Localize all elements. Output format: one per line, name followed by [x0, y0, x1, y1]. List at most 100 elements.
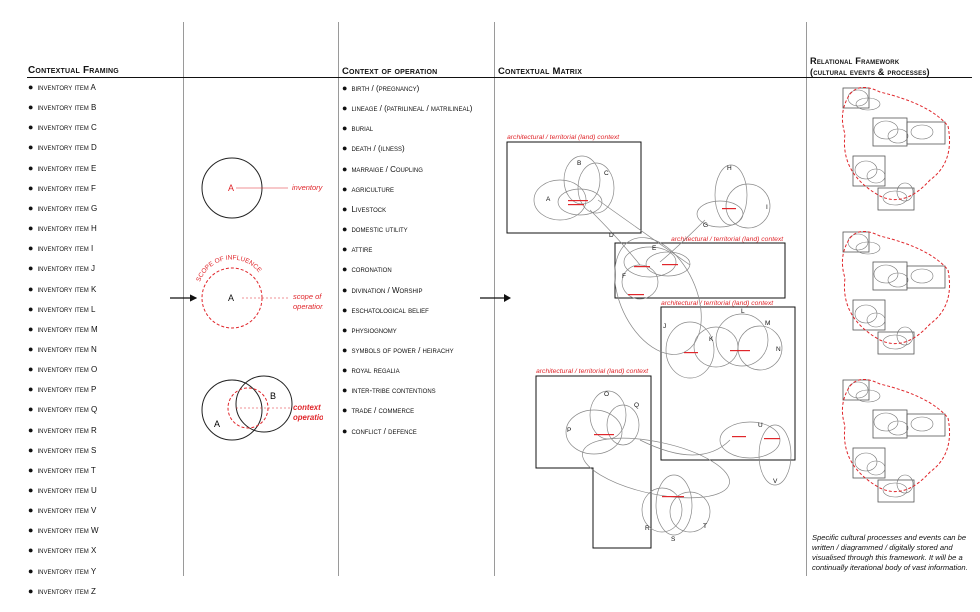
matrix-ellipse-q [606, 404, 640, 446]
inventory-list-item: ●inventory item Y [28, 566, 96, 576]
framework-ellipse [855, 389, 881, 403]
framework-note: Specific cultural processes and events c… [812, 533, 968, 572]
bullet-icon: ● [28, 182, 34, 193]
matrix-ellipse-hub-1 [557, 188, 603, 216]
inventory-item-label: inventory item O [37, 365, 98, 375]
context-label-3: architectural / territorial (land) conte… [661, 300, 774, 307]
scope-of-operation-line2: operation [293, 302, 323, 311]
inventory-item-label: inventory item N [37, 344, 97, 354]
bullet-icon: ● [342, 103, 348, 114]
inventory-item-label: inventory item K [37, 284, 97, 294]
framework-ellipse [873, 120, 899, 140]
bullet-icon: ● [342, 163, 348, 174]
operation-list-item: ●Livestock [342, 204, 386, 214]
framework-ellipse [866, 312, 886, 328]
inventory-item-label: inventory item B [37, 103, 97, 113]
bullet-icon: ● [28, 404, 34, 415]
framework-scope-outline [841, 87, 950, 200]
matrix-tag-4 [634, 266, 650, 268]
bullet-icon: ● [342, 123, 348, 134]
operation-list-item: ●coronation [342, 264, 392, 274]
inventory-item-label: inventory item E [37, 163, 97, 173]
venn-letter-a: A [214, 419, 220, 429]
venn-letter-b: B [270, 391, 276, 401]
bullet-icon: ● [28, 384, 34, 395]
matrix-letter-j: J [663, 323, 666, 330]
operation-item-label: coronation [351, 265, 392, 275]
framework-ellipse [855, 241, 881, 255]
framework-ellipse [896, 326, 914, 346]
framework-scope-outline [841, 231, 950, 344]
inventory-circle-letter: A [228, 183, 234, 193]
header-rule [27, 77, 972, 78]
operation-list-item: ●domestic utility [342, 224, 408, 234]
column-divider-1 [183, 22, 184, 576]
matrix-letter-m: M [765, 320, 770, 327]
inventory-item-label: inventory item D [37, 143, 97, 153]
bullet-icon: ● [28, 202, 34, 213]
inventory-item-label: inventory item V [37, 506, 97, 516]
inventory-list-item: ●inventory item R [28, 425, 97, 435]
bullet-icon: ● [28, 142, 34, 153]
matrix-letter-t: T [703, 523, 707, 530]
matrix-letter-o: O [604, 391, 609, 398]
matrix-tag-11 [764, 438, 780, 440]
framework-box [877, 187, 915, 211]
heading-relational-line1: Relational Framework [810, 56, 900, 66]
framework-ellipse [855, 97, 881, 111]
operation-list-item: ●death / (ilness) [342, 143, 405, 153]
operation-list-item: ●attire [342, 244, 372, 254]
matrix-letter-i: I [766, 204, 768, 211]
inventory-item-label: inventory item C [37, 123, 97, 133]
framework-ellipse [882, 482, 908, 498]
matrix-ellipse-hub-3 [582, 437, 730, 499]
framework-ellipse [866, 168, 886, 184]
bullet-icon: ● [28, 243, 34, 254]
matrix-letter-h: H [727, 165, 732, 172]
bullet-icon: ● [28, 122, 34, 133]
operation-item-label: lineage / (patrilineal / matrilineal) [351, 104, 473, 114]
framework-ellipse [896, 474, 914, 494]
operation-list-item: ●physiognomy [342, 325, 397, 335]
inventory-item-label: inventory item Z [37, 586, 96, 596]
bullet-icon: ● [28, 323, 34, 334]
matrix-letter-u: U [758, 422, 763, 429]
bullet-icon: ● [342, 385, 348, 396]
inventory-item-label: inventory item G [37, 203, 98, 213]
framework-ellipse [910, 268, 934, 284]
inventory-list-item: ●inventory item Q [28, 404, 97, 414]
matrix-letter-f: F [622, 273, 626, 280]
matrix-tag-12 [662, 496, 684, 498]
matrix-letter-b: B [577, 160, 581, 167]
bullet-icon: ● [342, 203, 348, 214]
matrix-ellipse-l [715, 313, 769, 367]
matrix-letter-v: V [773, 478, 778, 485]
operation-list-item: ●symbols of power / heirachy [342, 345, 454, 355]
matrix-tag-5 [662, 264, 678, 266]
bullet-icon: ● [342, 365, 348, 376]
context-frame-2 [614, 242, 786, 299]
context-frame-1 [506, 141, 642, 234]
matrix-tag-9 [594, 434, 614, 436]
operation-item-label: death / (ilness) [351, 144, 405, 154]
framework-ellipse [866, 460, 886, 476]
framework-ellipse [882, 190, 908, 206]
inventory-item-label: inventory item R [37, 425, 97, 435]
matrix-ellipse-f [621, 264, 659, 300]
operation-item-label: birth / (pregnancy) [351, 84, 420, 93]
operation-item-label: burial [351, 124, 374, 134]
bullet-icon: ● [342, 83, 348, 93]
inventory-item-label: inventory item I [37, 244, 94, 254]
inventory-item-label: inventory item W [37, 526, 99, 536]
matrix-letter-q: Q [634, 402, 639, 409]
matrix-ellipse-e [623, 246, 677, 278]
inventory-item-label: inventory item L [37, 304, 96, 314]
framework-ellipse [887, 272, 909, 288]
inventory-list-item: ●inventory item B [28, 102, 96, 112]
relational-framework-diagrams [841, 87, 950, 503]
inventory-item-label: inventory item Y [37, 566, 97, 576]
operation-item-label: symbols of power / heirachy [351, 345, 454, 355]
inventory-list-item: ●inventory item I [28, 243, 93, 253]
context-label-1: architectural / territorial (land) conte… [507, 134, 620, 141]
bullet-icon: ● [28, 283, 34, 294]
